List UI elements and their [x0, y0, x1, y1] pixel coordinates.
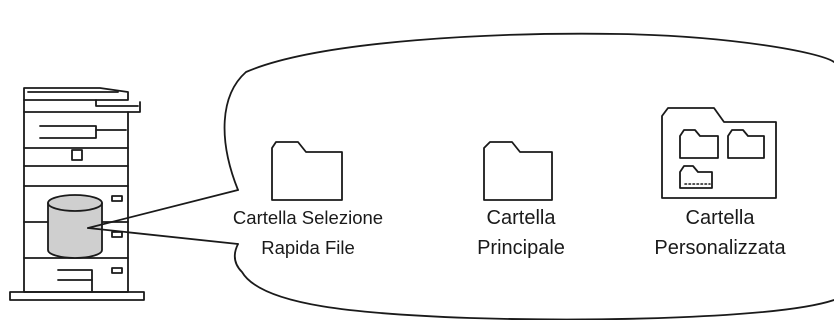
callout-pointer [87, 189, 239, 245]
folder-label-line-1: Cartella [486, 207, 556, 229]
folder-label-line-1: Cartella Selezione [232, 207, 384, 228]
folder-icon-main [483, 141, 553, 201]
hard-disk-icon [47, 194, 103, 259]
folder-label-main: Cartella Principale [448, 203, 594, 263]
printer-icon [9, 87, 145, 301]
folder-label-line-2: Rapida File [261, 237, 355, 258]
folder-label-line-2: Principale [477, 237, 565, 259]
folder-label-quick-file: Cartella Selezione Rapida File [222, 203, 394, 263]
folder-label-line-2: Personalizzata [654, 237, 786, 259]
multi-folder-icon [661, 107, 777, 199]
folder-label-custom: Cartella Personalizzata [638, 203, 802, 263]
callout-bubble [223, 32, 834, 320]
folder-label-line-1: Cartella [685, 207, 755, 229]
folder-icon-quick-file [271, 141, 343, 201]
